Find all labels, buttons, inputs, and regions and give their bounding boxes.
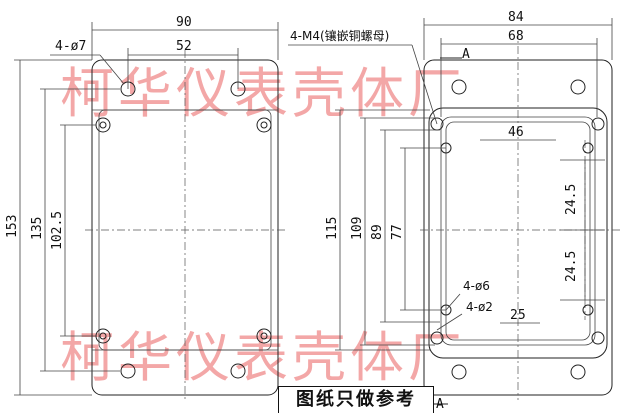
- watermark-top: 柯华仪表壳体厂: [60, 62, 466, 125]
- dim-height: 153: [5, 215, 20, 238]
- dim-h3: 89: [370, 224, 385, 240]
- dim-inner-height: 102.5: [50, 211, 65, 250]
- dim-h4: 77: [390, 224, 405, 240]
- dim-width: 90: [176, 15, 192, 30]
- left-outline: [91, 59, 279, 396]
- dim-hole-spacing: 52: [176, 39, 192, 54]
- dim-h2: 109: [350, 217, 365, 240]
- hole-label: 4-ø7: [55, 39, 86, 54]
- dim-right-inner-width: 68: [508, 29, 524, 44]
- section-mark-bottom: A: [436, 397, 444, 412]
- left-view: 90 52 4-ø7 153 135 102.5: [5, 15, 285, 400]
- mounting-holes: [95, 81, 272, 379]
- reference-only-note: 图纸只做参考: [278, 386, 434, 413]
- dim-right-width: 84: [508, 10, 524, 25]
- nut-label: 4-M4(镶嵌铜螺母): [290, 28, 389, 43]
- dim-pitch-lower: 24.5: [564, 251, 579, 282]
- dim-hole-height: 135: [30, 217, 45, 240]
- watermark-bottom: 柯华仪表壳体厂: [60, 326, 466, 389]
- hole-b-label: 4-ø2: [466, 300, 493, 314]
- right-view: 84 68 A 4-M4(镶嵌铜螺母) 46 115 109 89 77 24.…: [288, 10, 620, 412]
- section-mark-top: A: [462, 47, 470, 62]
- right-holes: [430, 79, 605, 380]
- hole-a-label: 4-ø6: [463, 279, 490, 293]
- dim-pitch-upper: 24.5: [564, 184, 579, 215]
- dim-bottom-spacing: 25: [510, 308, 526, 323]
- dim-rib-spacing: 46: [508, 125, 524, 140]
- dim-right-height: 115: [325, 217, 340, 240]
